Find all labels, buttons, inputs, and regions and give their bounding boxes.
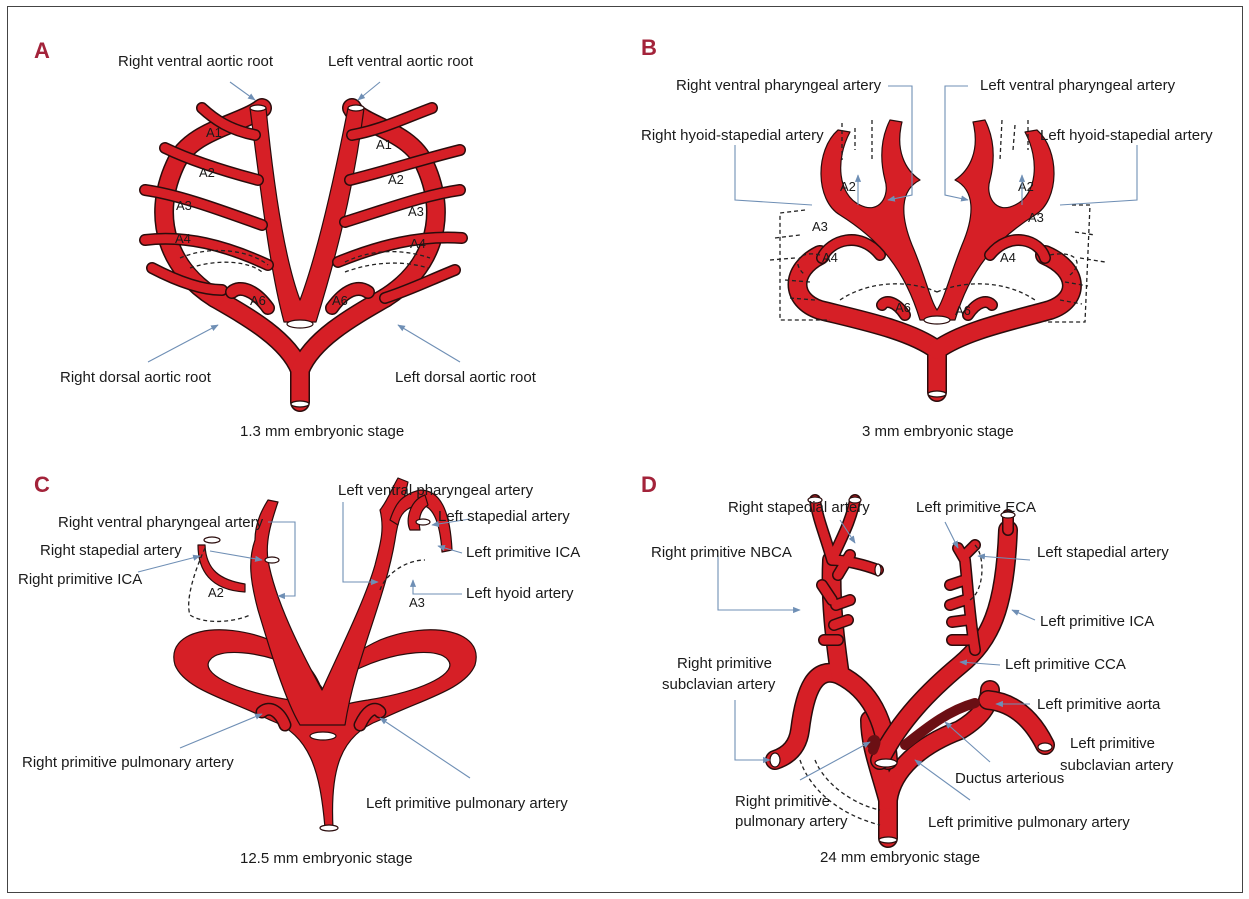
label-left-primitive-ica: Left primitive ICA — [466, 544, 580, 561]
panel-b-arteries — [770, 120, 1105, 397]
arch-label: A4 — [410, 236, 426, 251]
panel-letter-c: C — [34, 472, 50, 497]
arch-label: A6 — [895, 300, 911, 315]
label-left-stapedial-artery: Left stapedial artery — [1037, 544, 1169, 561]
label-right-stapedial-artery: Right stapedial artery — [728, 499, 870, 516]
panel-c: C A2 A3 — [18, 472, 580, 867]
arch-label: A2 — [208, 585, 224, 600]
label-left-stapedial-artery: Left stapedial artery — [438, 508, 570, 525]
label-right-stapedial-artery: Right stapedial artery — [40, 542, 182, 559]
arch-label: A1 — [376, 137, 392, 152]
label-right-primitive-pulmonary-line1: Right primitive — [735, 793, 830, 810]
panel-letter-a: A — [34, 38, 50, 63]
label-left-ventral-aortic-root: Left ventral aortic root — [328, 53, 474, 70]
label-right-ventral-pharyngeal-artery: Right ventral pharyngeal artery — [58, 514, 264, 531]
arch-label: A6 — [955, 303, 971, 318]
panel-a-arteries — [145, 105, 462, 407]
panel-b-pointers — [735, 86, 1137, 205]
arch-label: A4 — [1000, 250, 1016, 265]
label-right-primitive-pulmonary-line2: pulmonary artery — [735, 813, 848, 830]
label-right-ventral-aortic-root: Right ventral aortic root — [118, 53, 274, 70]
label-left-hyoid-artery: Left hyoid artery — [466, 585, 574, 602]
panel-d-caption: 24 mm embryonic stage — [820, 849, 980, 866]
label-left-ventral-pharyngeal-artery: Left ventral pharyngeal artery — [980, 77, 1176, 94]
arch-label: A3 — [176, 198, 192, 213]
label-left-primitive-eca: Left primitive ECA — [916, 499, 1036, 516]
label-left-primitive-aorta: Left primitive aorta — [1037, 696, 1161, 713]
label-ductus-arterious: Ductus arterious — [955, 770, 1064, 787]
label-right-primitive-subclavian-line1: Right primitive — [677, 655, 772, 672]
label-right-primitive-subclavian-line2: subclavian artery — [662, 676, 776, 693]
label-left-primitive-subclavian-line1: Left primitive — [1070, 735, 1155, 752]
label-left-ventral-pharyngeal-artery: Left ventral pharyngeal artery — [338, 482, 534, 499]
panel-a-caption: 1.3 mm embryonic stage — [240, 423, 404, 440]
label-left-primitive-cca: Left primitive CCA — [1005, 656, 1126, 673]
arch-label: A2 — [1018, 179, 1034, 194]
arch-label: A2 — [388, 172, 404, 187]
label-left-primitive-ica: Left primitive ICA — [1040, 613, 1154, 630]
label-right-dorsal-aortic-root: Right dorsal aortic root — [60, 369, 212, 386]
panel-b-caption: 3 mm embryonic stage — [862, 423, 1014, 440]
arch-label: A2 — [840, 179, 856, 194]
panel-a-arch-labels: A1 A2 A3 A4 A6 A1 A2 A3 A4 A6 — [175, 125, 426, 308]
panel-letter-b: B — [641, 35, 657, 60]
label-left-primitive-subclavian-line2: subclavian artery — [1060, 757, 1174, 774]
panel-d: D — [641, 472, 1174, 866]
panel-c-caption: 12.5 mm embryonic stage — [240, 850, 413, 867]
arch-label: A3 — [812, 219, 828, 234]
label-left-hyoid-stapedial-artery: Left hyoid-stapedial artery — [1040, 127, 1213, 144]
label-right-ventral-pharyngeal-artery: Right ventral pharyngeal artery — [676, 77, 882, 94]
arch-label: A3 — [409, 595, 425, 610]
label-right-primitive-pulmonary-artery: Right primitive pulmonary artery — [22, 754, 234, 771]
label-right-primitive-ica: Right primitive ICA — [18, 571, 142, 588]
label-left-dorsal-aortic-root: Left dorsal aortic root — [395, 369, 537, 386]
arch-label: A4 — [822, 250, 838, 265]
label-right-hyoid-stapedial-artery: Right hyoid-stapedial artery — [641, 127, 824, 144]
arch-label: A2 — [199, 165, 215, 180]
arch-label: A6 — [250, 293, 266, 308]
label-left-primitive-pulmonary-artery: Left primitive pulmonary artery — [366, 795, 568, 812]
panel-a: A — [34, 38, 537, 440]
panel-letter-d: D — [641, 472, 657, 497]
arch-label: A1 — [206, 125, 222, 140]
panel-b: B — [641, 35, 1213, 440]
arch-label: A3 — [1028, 210, 1044, 225]
arch-label: A4 — [175, 231, 191, 246]
label-left-primitive-pulmonary-artery: Left primitive pulmonary artery — [928, 814, 1130, 831]
label-right-primitive-nbca: Right primitive NBCA — [651, 544, 792, 561]
arch-label: A3 — [408, 204, 424, 219]
arch-label: A6 — [332, 293, 348, 308]
